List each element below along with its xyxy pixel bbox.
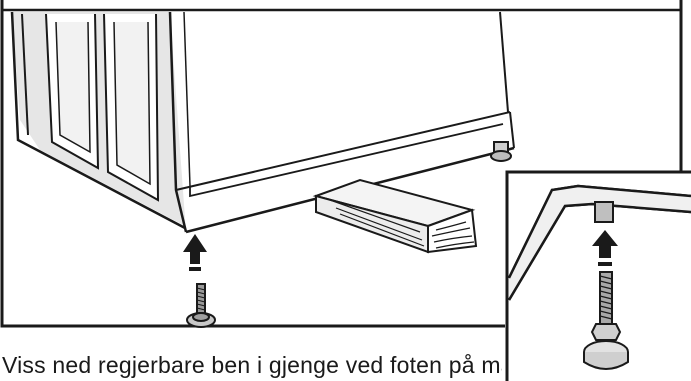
washer-body bbox=[12, 12, 514, 232]
up-arrow bbox=[183, 234, 207, 271]
adjustable-foot bbox=[187, 284, 215, 327]
caption-text: Viss ned regjerbare ben i gjenge ved fot… bbox=[2, 350, 502, 381]
wooden-block bbox=[316, 180, 476, 252]
inset-panel bbox=[507, 172, 691, 381]
rear-foot bbox=[491, 142, 511, 161]
